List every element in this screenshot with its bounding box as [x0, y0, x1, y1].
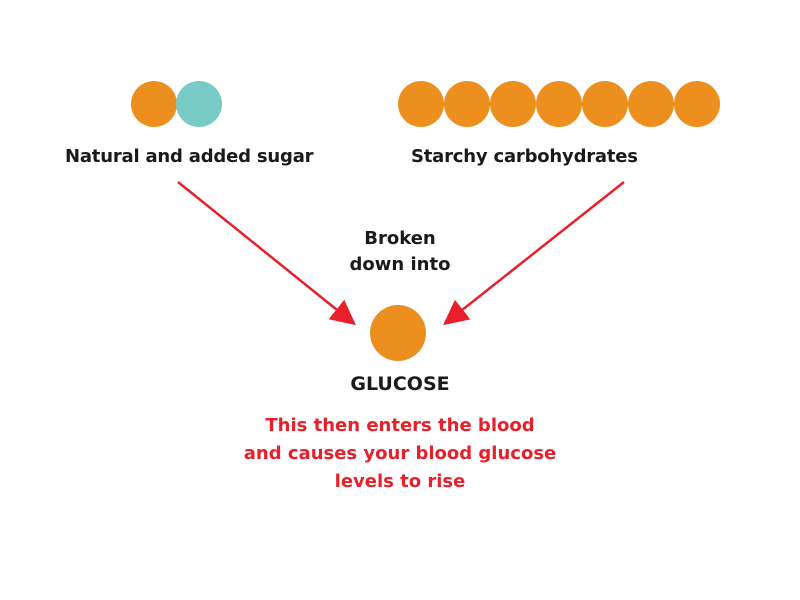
starch-molecule-chain [398, 81, 720, 127]
effect-line-1: This then enters the blood [265, 415, 535, 436]
process-label-line-2: down into [349, 254, 451, 275]
arrow-sugar-to-glucose [177, 181, 356, 326]
sugar-label: Natural and added sugar [65, 146, 314, 167]
sugar-molecule-1 [131, 81, 177, 127]
starch-molecule-2 [444, 81, 490, 127]
starch-label: Starchy carbohydrates [411, 146, 638, 167]
starch-molecule-6 [628, 81, 674, 127]
process-label-line-1: Broken [364, 228, 436, 249]
process-label: Broken down into [300, 226, 500, 278]
sugar-molecule-2 [176, 81, 222, 127]
effect-line-3: levels to rise [334, 471, 466, 492]
starch-molecule-4 [536, 81, 582, 127]
sugar-molecule-group [131, 81, 222, 127]
glucose-molecule [370, 305, 426, 361]
arrow-starch-to-glucose [443, 181, 625, 326]
glucose-label: GLUCOSE [350, 373, 450, 395]
starch-molecule-1 [398, 81, 444, 127]
starch-molecule-3 [490, 81, 536, 127]
starch-molecule-7 [674, 81, 720, 127]
starch-molecule-5 [582, 81, 628, 127]
effect-line-2: and causes your blood glucose [243, 443, 557, 464]
effect-description: This then enters the blood and causes yo… [180, 412, 620, 496]
